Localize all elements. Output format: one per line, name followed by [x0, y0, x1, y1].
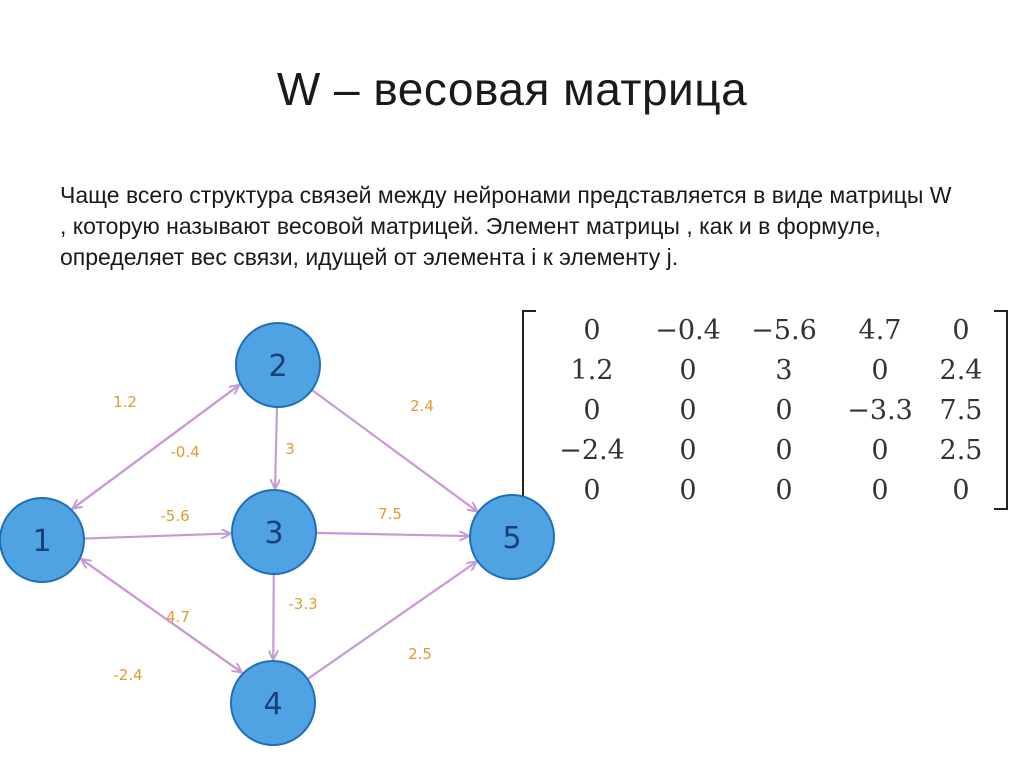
- body-paragraph: Чаще всего структура связей между нейрон…: [60, 182, 952, 270]
- matrix-cell: 4.7: [858, 314, 902, 346]
- matrix-cell: −2.4: [559, 434, 625, 466]
- matrix-cell: 0: [583, 474, 601, 506]
- matrix-cell: 0: [871, 474, 889, 506]
- matrix-cell: 2.5: [939, 434, 983, 466]
- node-2: [235, 322, 321, 408]
- node-label: 3: [264, 516, 283, 551]
- matrix-cell: 0: [871, 354, 889, 386]
- node-label: 5: [502, 521, 521, 556]
- matrix-cell: 0: [775, 474, 793, 506]
- matrix-cell: 0: [583, 394, 601, 426]
- node-1: [0, 497, 85, 583]
- matrix-cell: 7.5: [939, 394, 983, 426]
- node-3: [231, 489, 317, 575]
- node-label: 1: [32, 524, 51, 559]
- edges-layer: [70, 383, 477, 680]
- network-graph: 1.2 -0.4 2.4 3 -5.6 7.5 -3.3 4.7 -2.4 2.5 1 2 3 4 5: [0, 322, 555, 746]
- edge-weight-label: 3: [285, 440, 295, 458]
- matrix-cell: 3: [775, 354, 793, 386]
- edge-weight-label: -2.4: [113, 666, 142, 684]
- weight-matrix: 0 −0.4 −5.6 4.7 0 1.2 0 3 0 2.4 0 0 0 −3.3 7.5 −2.4 0 0 0 2…: [522, 310, 1008, 510]
- edge-2-3: [275, 406, 277, 488]
- matrix-cell: 0: [775, 434, 793, 466]
- matrix-cell: 0: [952, 314, 970, 346]
- edge-labels-layer: 1.2 -0.4 2.4 3 -5.6 7.5 -3.3 4.7 -2.4 2.5: [113, 393, 434, 684]
- edge-1-2: [70, 386, 239, 511]
- matrix-cell: 0: [679, 354, 697, 386]
- matrix-cell: 1.2: [570, 354, 614, 386]
- nodes-layer: 1 2 3 4 5: [0, 322, 555, 746]
- matrix-cell: −3.3: [847, 394, 913, 426]
- edge-weight-label: -3.3: [288, 595, 317, 613]
- matrix-cell: −0.4: [655, 314, 721, 346]
- matrix-cell: 2.4: [939, 354, 983, 386]
- node-label: 4: [263, 687, 282, 722]
- node-5: [469, 494, 555, 580]
- edge-weight-label: 2.5: [408, 645, 432, 663]
- edge-weight-label: 4.7: [166, 608, 190, 626]
- matrix-cell: −5.6: [751, 314, 817, 346]
- edge-4-5: [306, 562, 475, 680]
- edge-3-5: [315, 533, 468, 536]
- matrix-grid: 0 −0.4 −5.6 4.7 0 1.2 0 3 0 2.4 0 0 0 −3.3 7.5 −2.4 0 0 0 2…: [544, 310, 994, 510]
- matrix-cell: 0: [679, 394, 697, 426]
- matrix-cell: 0: [775, 394, 793, 426]
- node-label: 2: [268, 349, 287, 384]
- edge-weight-label: 2.4: [410, 397, 434, 415]
- matrix-cell: 0: [679, 434, 697, 466]
- edge-weight-label: 7.5: [378, 505, 402, 523]
- edge-weight-label: -5.6: [160, 507, 189, 525]
- edge-4-1: [82, 560, 244, 674]
- edge-weight-label: 1.2: [113, 393, 137, 411]
- matrix-right-bracket: [994, 310, 1008, 510]
- matrix-cell: 0: [952, 474, 970, 506]
- matrix-cell: 0: [583, 314, 601, 346]
- node-4: [230, 660, 316, 746]
- matrix-cell: 0: [679, 474, 697, 506]
- slide-title: W – весовая матрица: [276, 63, 748, 115]
- edge-2-5: [311, 388, 477, 511]
- edge-weight-label: -0.4: [170, 443, 199, 461]
- edge-1-3: [83, 534, 230, 540]
- matrix-cell: 0: [871, 434, 889, 466]
